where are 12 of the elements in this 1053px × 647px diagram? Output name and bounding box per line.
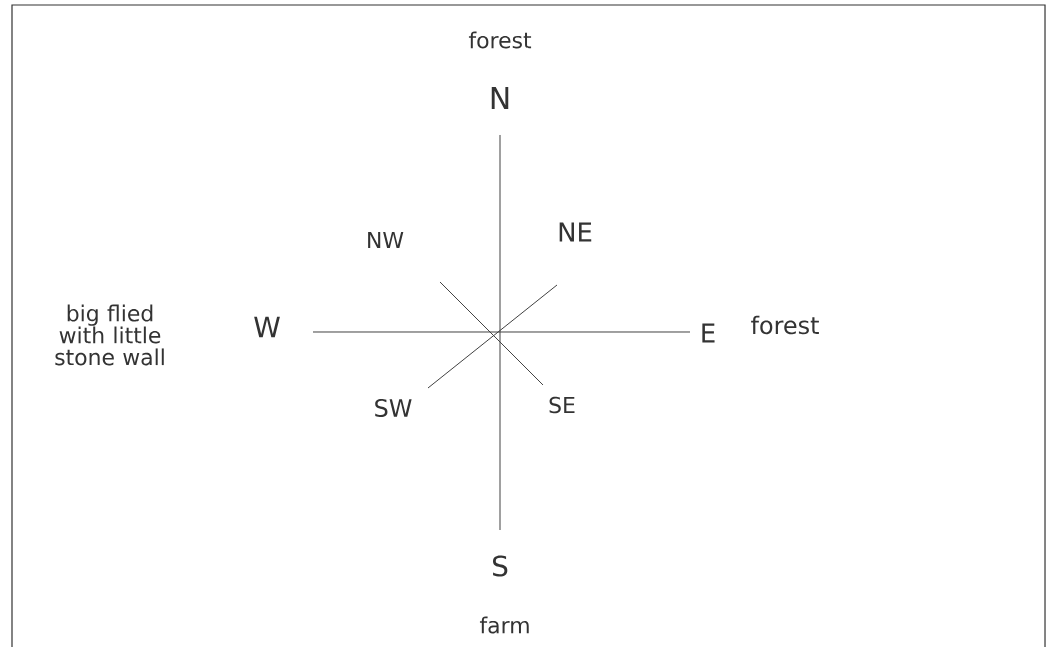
direction-label: N <box>491 87 509 109</box>
direction-label: NW <box>368 232 404 248</box>
direction-label: NE <box>559 222 592 242</box>
direction-label: SW <box>375 398 412 418</box>
place-label: forest <box>751 315 819 335</box>
place-label: farm <box>479 616 529 634</box>
place-label: forest <box>468 31 532 49</box>
direction-label: W <box>254 316 280 338</box>
place-label: big flied with little stone wall <box>55 304 164 366</box>
direction-label: S <box>493 555 508 577</box>
direction-label: SE <box>549 396 575 414</box>
direction-label: E <box>702 323 715 343</box>
